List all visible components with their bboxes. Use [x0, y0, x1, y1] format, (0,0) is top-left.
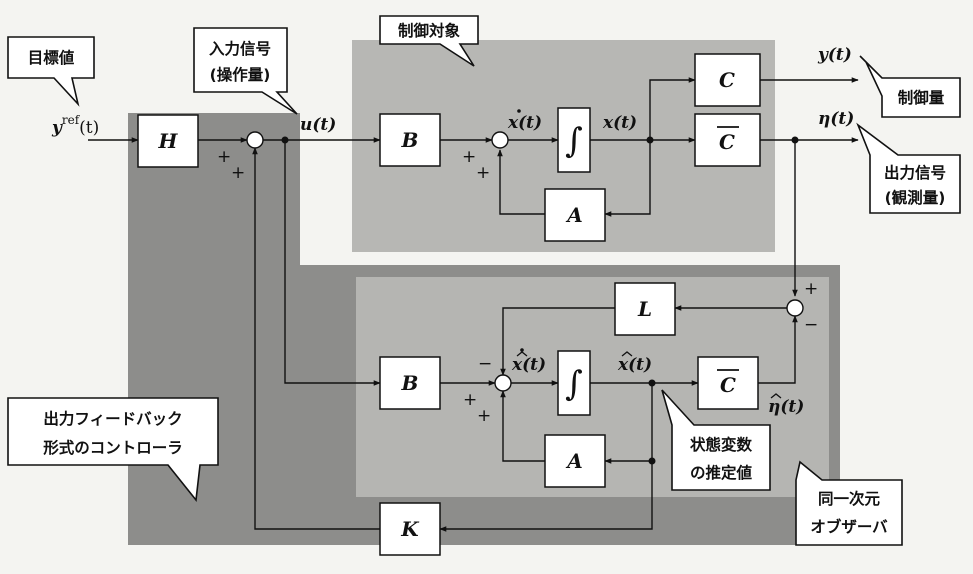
block-L: L: [614, 282, 676, 336]
signal-y-ref-arg: (t): [79, 118, 99, 138]
block-L-label: L: [637, 297, 652, 321]
block-C-bar-plant: C: [694, 113, 761, 167]
sum-junction-error: [786, 299, 804, 317]
sign-plus-k: +: [231, 163, 245, 183]
sign-plus-a-observer: +: [477, 406, 491, 426]
callout-output-signal-line2: (観測量): [885, 188, 946, 207]
integrator-observer-symbol: ∫: [565, 364, 583, 404]
callout-controlled-var-text: 制御量: [898, 88, 945, 107]
sign-plus-h: +: [217, 147, 231, 167]
sign-plus-b-plant: +: [462, 147, 476, 167]
xhat-dot-hat: [516, 351, 528, 357]
signal-x: x(t): [602, 113, 637, 133]
callout-controller-line1: 出力フィードバック: [43, 409, 182, 428]
integrator-plant-symbol: ∫: [565, 121, 583, 161]
callout-plant: 制御対象: [379, 15, 479, 67]
block-K-label: K: [400, 517, 420, 541]
callout-plant-text: 制御対象: [398, 21, 461, 40]
signal-etahat: η(t): [768, 397, 804, 417]
callout-state-estimate: 状態変数 の推定値: [661, 389, 771, 491]
block-A-plant: A: [544, 188, 606, 242]
callout-observer: 同一次元 オブザーバ: [795, 460, 903, 546]
sign-plus-eta: +: [804, 279, 818, 299]
callout-input-signal: 入力信号 (操作量): [193, 27, 298, 115]
signal-xhat: x(t): [617, 355, 652, 375]
signal-y-ref: yref(t): [51, 113, 99, 138]
callout-output-signal-line1: 出力信号: [884, 163, 946, 182]
block-C-bar-observer-label: C: [720, 373, 736, 397]
x-dot-mark: [517, 109, 521, 113]
signal-wires: [88, 77, 859, 532]
sum-junction-observer: [494, 374, 512, 392]
signal-y: y(t): [817, 45, 852, 65]
block-B-observer-label: B: [401, 371, 419, 395]
sign-minus-etahat: −: [804, 315, 818, 335]
block-K: K: [379, 502, 441, 556]
callout-input-signal-line1: 入力信号: [209, 39, 271, 58]
junction-x: [646, 136, 654, 144]
block-C: C: [694, 53, 761, 107]
junction-eta: [791, 136, 799, 144]
block-H-label: H: [158, 129, 179, 153]
block-B-plant: B: [379, 113, 441, 167]
block-A-plant-label: A: [565, 203, 583, 227]
callout-controller: 出力フィードバック 形式のコントローラ: [7, 397, 219, 503]
junction-u: [281, 136, 289, 144]
block-C-bar-plant-label: C: [719, 130, 735, 154]
etahat-hat: [770, 393, 782, 399]
callout-output-signal: 出力信号 (観測量): [856, 122, 961, 214]
callout-state-estimate-line2: の推定値: [690, 463, 753, 482]
callout-target-value: 目標値: [7, 36, 95, 107]
sum-junction-input: [246, 131, 264, 149]
callout-observer-line1: 同一次元: [818, 489, 881, 508]
callout-state-estimate-line1: 状態変数: [690, 435, 753, 454]
block-H: H: [137, 114, 199, 168]
signal-x-dot: x(t): [507, 113, 542, 133]
callout-target-value-text: 目標値: [28, 48, 75, 67]
sign-plus-b-observer: +: [463, 390, 477, 410]
block-A-observer: A: [544, 434, 606, 488]
block-C-label: C: [719, 68, 735, 92]
callout-controller-line2: 形式のコントローラ: [43, 438, 183, 457]
integrator-observer: ∫: [557, 350, 591, 416]
signal-xhat-dot: x(t): [511, 355, 546, 375]
callout-input-signal-line2: (操作量): [210, 65, 271, 84]
integrator-plant: ∫: [557, 107, 591, 173]
junction-xhat: [648, 379, 656, 387]
signal-y-ref-symbol: y: [51, 118, 63, 138]
signal-eta: η(t): [818, 109, 854, 129]
signal-u: u(t): [300, 115, 336, 135]
xhat-hat: [621, 351, 633, 357]
block-A-observer-label: A: [565, 449, 583, 473]
block-B-plant-label: B: [401, 128, 419, 152]
callout-observer-line2: オブザーバ: [810, 517, 888, 536]
callout-controlled-var: 制御量: [859, 55, 961, 118]
sign-minus-l: −: [478, 354, 492, 374]
block-B-observer: B: [379, 356, 441, 410]
block-C-bar-observer: C: [697, 356, 759, 410]
signal-y-ref-sup: ref: [62, 113, 81, 127]
sign-plus-a-plant: +: [476, 163, 490, 183]
junction-xhat-k: [648, 457, 656, 465]
xhat-dot-mark: [520, 348, 524, 352]
sum-junction-plant: [491, 131, 509, 149]
